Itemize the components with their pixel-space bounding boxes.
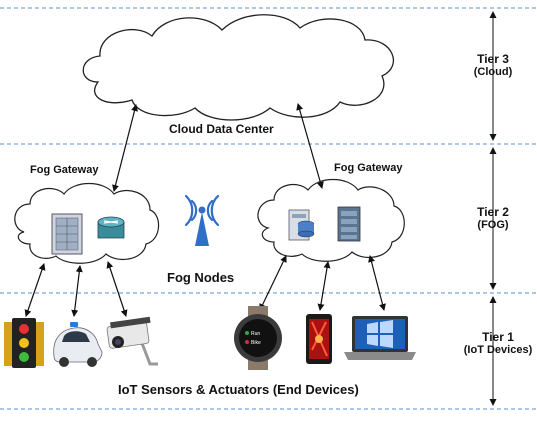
- tier2-desc: (FOG): [477, 219, 509, 231]
- tier1-desc: (IoT Devices): [463, 344, 533, 356]
- arrow-left-fog-traffic-light: [24, 263, 46, 317]
- svg-text:Run: Run: [251, 331, 260, 337]
- tier1-label: Tier 1 (IoT Devices): [458, 330, 537, 356]
- tier2-label: Tier 2 (FOG): [462, 205, 524, 231]
- arrow-left-fog-camera: [106, 261, 128, 317]
- traffic-light-icon: [4, 318, 44, 368]
- database-server-icon: [288, 209, 315, 241]
- cloud-data-center-label: Cloud Data Center: [169, 122, 274, 136]
- router-icon: [97, 216, 125, 239]
- tier3-name: Tier 3: [477, 52, 509, 66]
- smartphone-icon: [306, 314, 332, 364]
- blade-server-icon: [337, 206, 361, 242]
- tier3-desc: (Cloud): [473, 66, 513, 78]
- autonomous-car-icon: [53, 322, 103, 367]
- wifi-antenna-icon: [184, 194, 220, 246]
- arrow-right-fog-watch: [259, 255, 287, 311]
- smartwatch-icon: Run Bike: [234, 306, 282, 370]
- arrow-cloud-left-fog: [112, 104, 138, 192]
- left-fog-cloud-shape: [14, 183, 160, 264]
- arrow-left-fog-car: [71, 265, 83, 317]
- cloud-data-center-shape: [82, 14, 394, 121]
- right-fog-gateway-label: Fog Gateway: [334, 162, 403, 174]
- end-devices-label: IoT Sensors & Actuators (End Devices): [118, 382, 359, 397]
- fog-nodes-label: Fog Nodes: [167, 270, 235, 285]
- tier3-label: Tier 3 (Cloud): [462, 52, 524, 78]
- fog-server-rack-icon: [51, 213, 83, 255]
- tier2-name: Tier 2: [477, 205, 509, 219]
- surveillance-camera-icon: [106, 316, 158, 366]
- arrow-cloud-right-fog: [296, 103, 324, 189]
- laptop-icon: [344, 316, 416, 360]
- arrow-right-fog-laptop: [368, 255, 386, 311]
- tier1-name: Tier 1: [482, 330, 514, 344]
- left-fog-gateway-label: Fog Gateway: [30, 164, 99, 176]
- right-fog-cloud-shape: [257, 179, 405, 262]
- connection-arrows: [24, 103, 386, 317]
- arrow-right-fog-phone: [317, 261, 331, 311]
- svg-text:Bike: Bike: [251, 340, 261, 346]
